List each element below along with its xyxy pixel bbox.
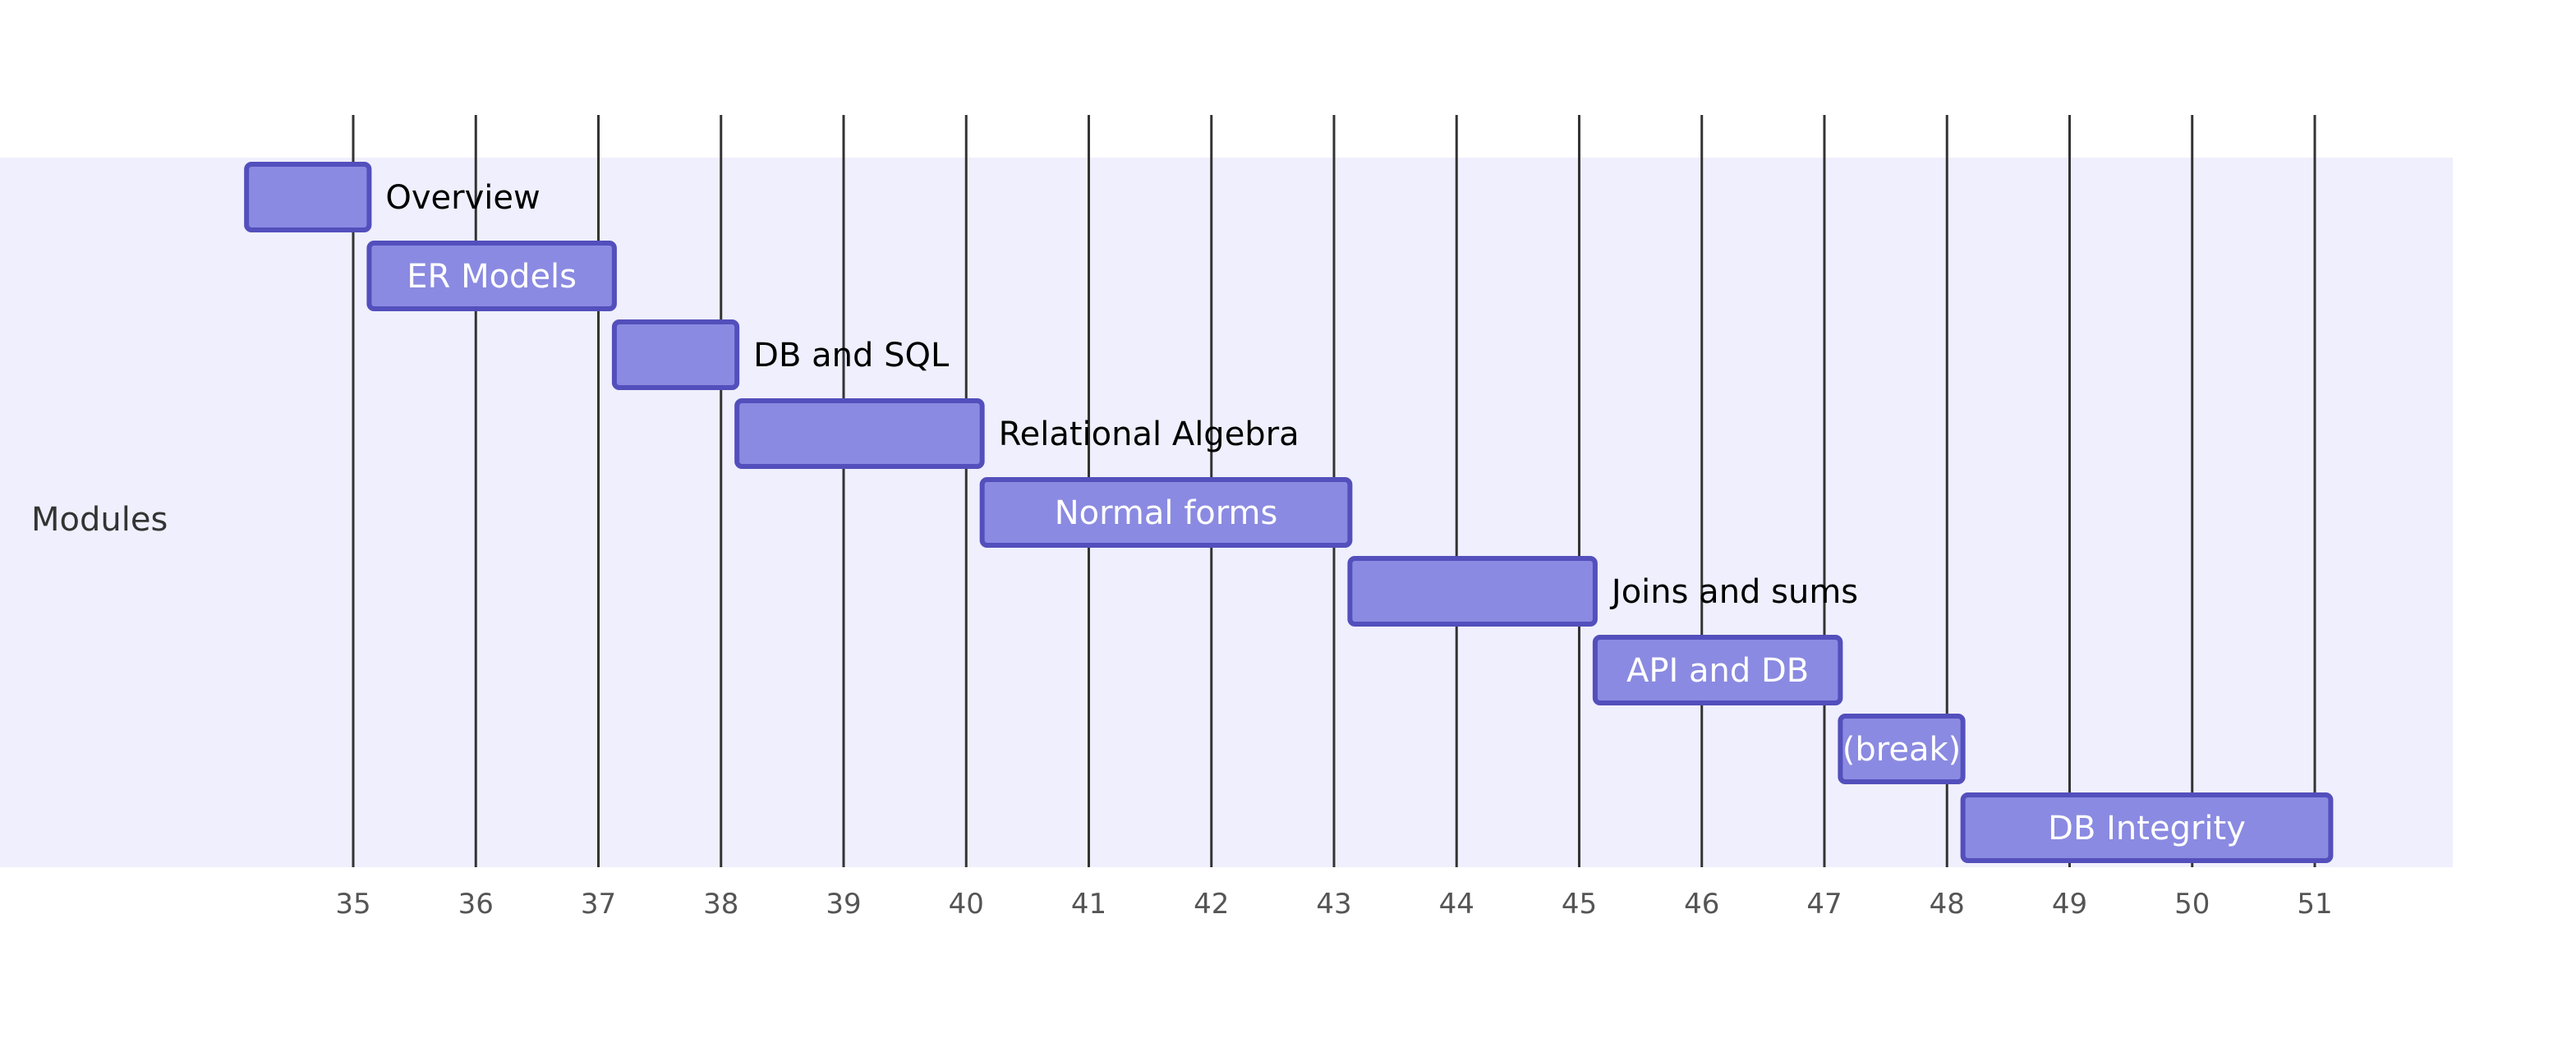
task-bar bbox=[734, 398, 985, 469]
task-bar bbox=[1960, 792, 2334, 863]
x-tick-label: 44 bbox=[1439, 888, 1474, 921]
task-label: ER Models bbox=[407, 258, 577, 296]
task-bar bbox=[1347, 556, 1598, 627]
x-axis: 35 36 37 38 39 40 41 42 43 44 45 46 47 48 49 50 51 bbox=[335, 888, 2332, 921]
task-label: Normal forms bbox=[1055, 494, 1278, 532]
x-tick-label: 42 bbox=[1194, 888, 1229, 921]
task-bar bbox=[244, 162, 372, 232]
task-bar bbox=[979, 477, 1353, 548]
task: DB Integrity bbox=[1960, 792, 2334, 863]
task-bar bbox=[611, 319, 740, 390]
task: (break) bbox=[1838, 714, 1966, 784]
x-tick-label: 48 bbox=[1930, 888, 1965, 921]
x-tick-label: 35 bbox=[335, 888, 370, 921]
task: ER Models bbox=[366, 241, 617, 311]
x-tick-label: 47 bbox=[1806, 888, 1842, 921]
task-bar bbox=[1838, 714, 1966, 784]
task: DB and SQL bbox=[611, 319, 950, 390]
task-label: DB Integrity bbox=[2048, 810, 2246, 847]
task: Relational Algebra bbox=[734, 398, 1300, 469]
task-label: (break) bbox=[1842, 731, 1961, 769]
x-tick-label: 38 bbox=[703, 888, 738, 921]
task-label: API and DB bbox=[1626, 652, 1809, 690]
x-tick-label: 37 bbox=[581, 888, 616, 921]
tasks: Overview ER Models DB and SQL Relational Al… bbox=[244, 162, 2334, 863]
task-bar bbox=[1592, 635, 1843, 705]
x-tick-label: 51 bbox=[2297, 888, 2332, 921]
x-tick-label: 45 bbox=[1562, 888, 1597, 921]
x-tick-label: 49 bbox=[2052, 888, 2087, 921]
x-tick-label: 40 bbox=[949, 888, 984, 921]
x-tick-label: 50 bbox=[2174, 888, 2210, 921]
task-label: Relational Algebra bbox=[999, 416, 1300, 453]
x-tick-label: 46 bbox=[1684, 888, 1719, 921]
task-label: Joins and sums bbox=[1609, 573, 1858, 611]
section-label: Modules bbox=[31, 501, 168, 539]
task-label: Overview bbox=[385, 179, 540, 217]
x-tick-label: 39 bbox=[826, 888, 861, 921]
task: Normal forms bbox=[979, 477, 1353, 548]
task: Overview bbox=[244, 162, 540, 232]
x-tick-label: 41 bbox=[1071, 888, 1106, 921]
task-label: DB and SQL bbox=[753, 337, 950, 374]
task-bar bbox=[366, 241, 617, 311]
x-tick-label: 36 bbox=[458, 888, 494, 921]
x-tick-label: 43 bbox=[1316, 888, 1351, 921]
task: API and DB bbox=[1592, 635, 1843, 705]
task: Joins and sums bbox=[1347, 556, 1858, 627]
grid-lines bbox=[352, 115, 2316, 867]
